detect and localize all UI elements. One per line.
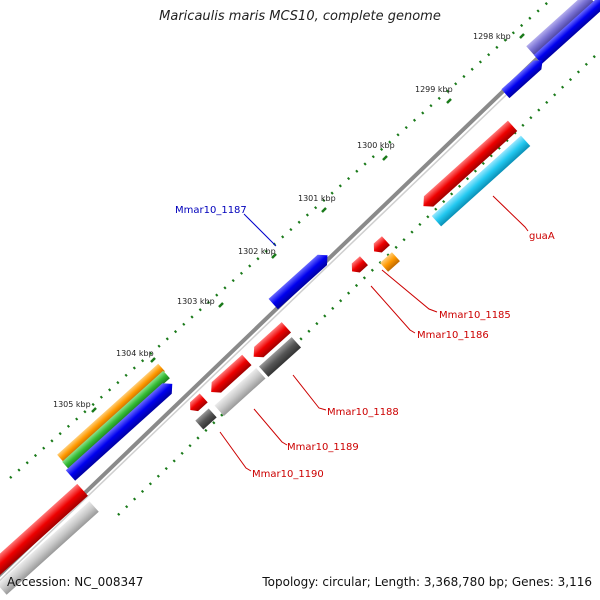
tick-label: 1305 kbp bbox=[53, 400, 91, 409]
feature-mmar10-1188-red[interactable] bbox=[249, 322, 292, 362]
feature-guaA-red[interactable] bbox=[419, 120, 518, 212]
feature-green-left[interactable] bbox=[62, 370, 170, 470]
gene-labels: Mmar10_1187 guaA Mmar10_1185 Mmar10_1186… bbox=[175, 205, 555, 480]
accession-text: Accession: NC_008347 bbox=[7, 575, 144, 589]
feature-mmar10-1185-red[interactable] bbox=[348, 256, 368, 276]
tick-label: 1304 kbp bbox=[116, 349, 154, 358]
feature-blue-top[interactable] bbox=[533, 0, 600, 64]
feature-mmar10-1186[interactable] bbox=[370, 236, 390, 256]
genome-summary-text: Topology: circular; Length: 3,368,780 bp… bbox=[262, 575, 592, 589]
feature-mmar10-1187[interactable] bbox=[268, 250, 333, 310]
feature-red-bottom[interactable] bbox=[0, 483, 88, 577]
feature-purple[interactable] bbox=[526, 0, 594, 56]
gene-label-mmar10-1188[interactable]: Mmar10_1188 bbox=[327, 407, 399, 418]
tick-label: 1298 kbp bbox=[473, 32, 511, 41]
feature-blue-1299[interactable] bbox=[501, 56, 546, 99]
feature-mmar10-1190-grey[interactable] bbox=[195, 408, 217, 430]
leader-guaA bbox=[492, 195, 529, 232]
gene-label-guaA[interactable]: guaA bbox=[529, 231, 555, 242]
leader-mmar10-1185 bbox=[381, 269, 438, 313]
tick-label: 1299 kbp bbox=[415, 85, 453, 94]
feature-orange-left[interactable] bbox=[57, 363, 165, 463]
feature-mmar10-1185-orange[interactable] bbox=[380, 252, 400, 272]
feature-mmar10-1189-grey[interactable] bbox=[214, 368, 266, 416]
leader-mmar10-1187 bbox=[243, 213, 277, 247]
gene-label-mmar10-1189[interactable]: Mmar10_1189 bbox=[287, 442, 359, 453]
tick-label: 1301 kbp bbox=[298, 194, 336, 203]
gene-label-mmar10-1190[interactable]: Mmar10_1190 bbox=[252, 469, 324, 480]
feature-mmar10-1188-grey[interactable] bbox=[258, 337, 302, 377]
gene-label-mmar10-1187[interactable]: Mmar10_1187 bbox=[175, 205, 247, 216]
feature-guaA-cyan[interactable] bbox=[431, 135, 531, 227]
tick-label: 1302 kbp bbox=[238, 247, 276, 256]
gene-label-mmar10-1186[interactable]: Mmar10_1186 bbox=[417, 330, 489, 341]
gc-track bbox=[9, 0, 597, 516]
leader-mmar10-1188 bbox=[292, 374, 327, 411]
leader-lines bbox=[219, 195, 529, 472]
leader-mmar10-1186 bbox=[370, 285, 416, 334]
map-title: Maricaulis maris MCS10, complete genome bbox=[159, 9, 441, 24]
feature-mmar10-1190-red[interactable] bbox=[186, 393, 208, 415]
tick-label: 1300 kbp bbox=[357, 141, 395, 150]
major-ticks bbox=[91, 33, 525, 413]
tick-labels: 1298 kbp 1299 kbp 1300 kbp 1301 kbp 1302… bbox=[53, 32, 511, 409]
gene-label-mmar10-1185[interactable]: Mmar10_1185 bbox=[439, 310, 511, 321]
tick-label: 1303 kbp bbox=[177, 297, 215, 306]
feature-mmar10-1189-red[interactable] bbox=[206, 354, 252, 398]
leader-mmar10-1189 bbox=[253, 408, 288, 446]
feature-blue-left[interactable] bbox=[65, 379, 177, 481]
leader-mmar10-1190 bbox=[219, 431, 252, 472]
feature-grey-bottom[interactable] bbox=[0, 501, 99, 595]
